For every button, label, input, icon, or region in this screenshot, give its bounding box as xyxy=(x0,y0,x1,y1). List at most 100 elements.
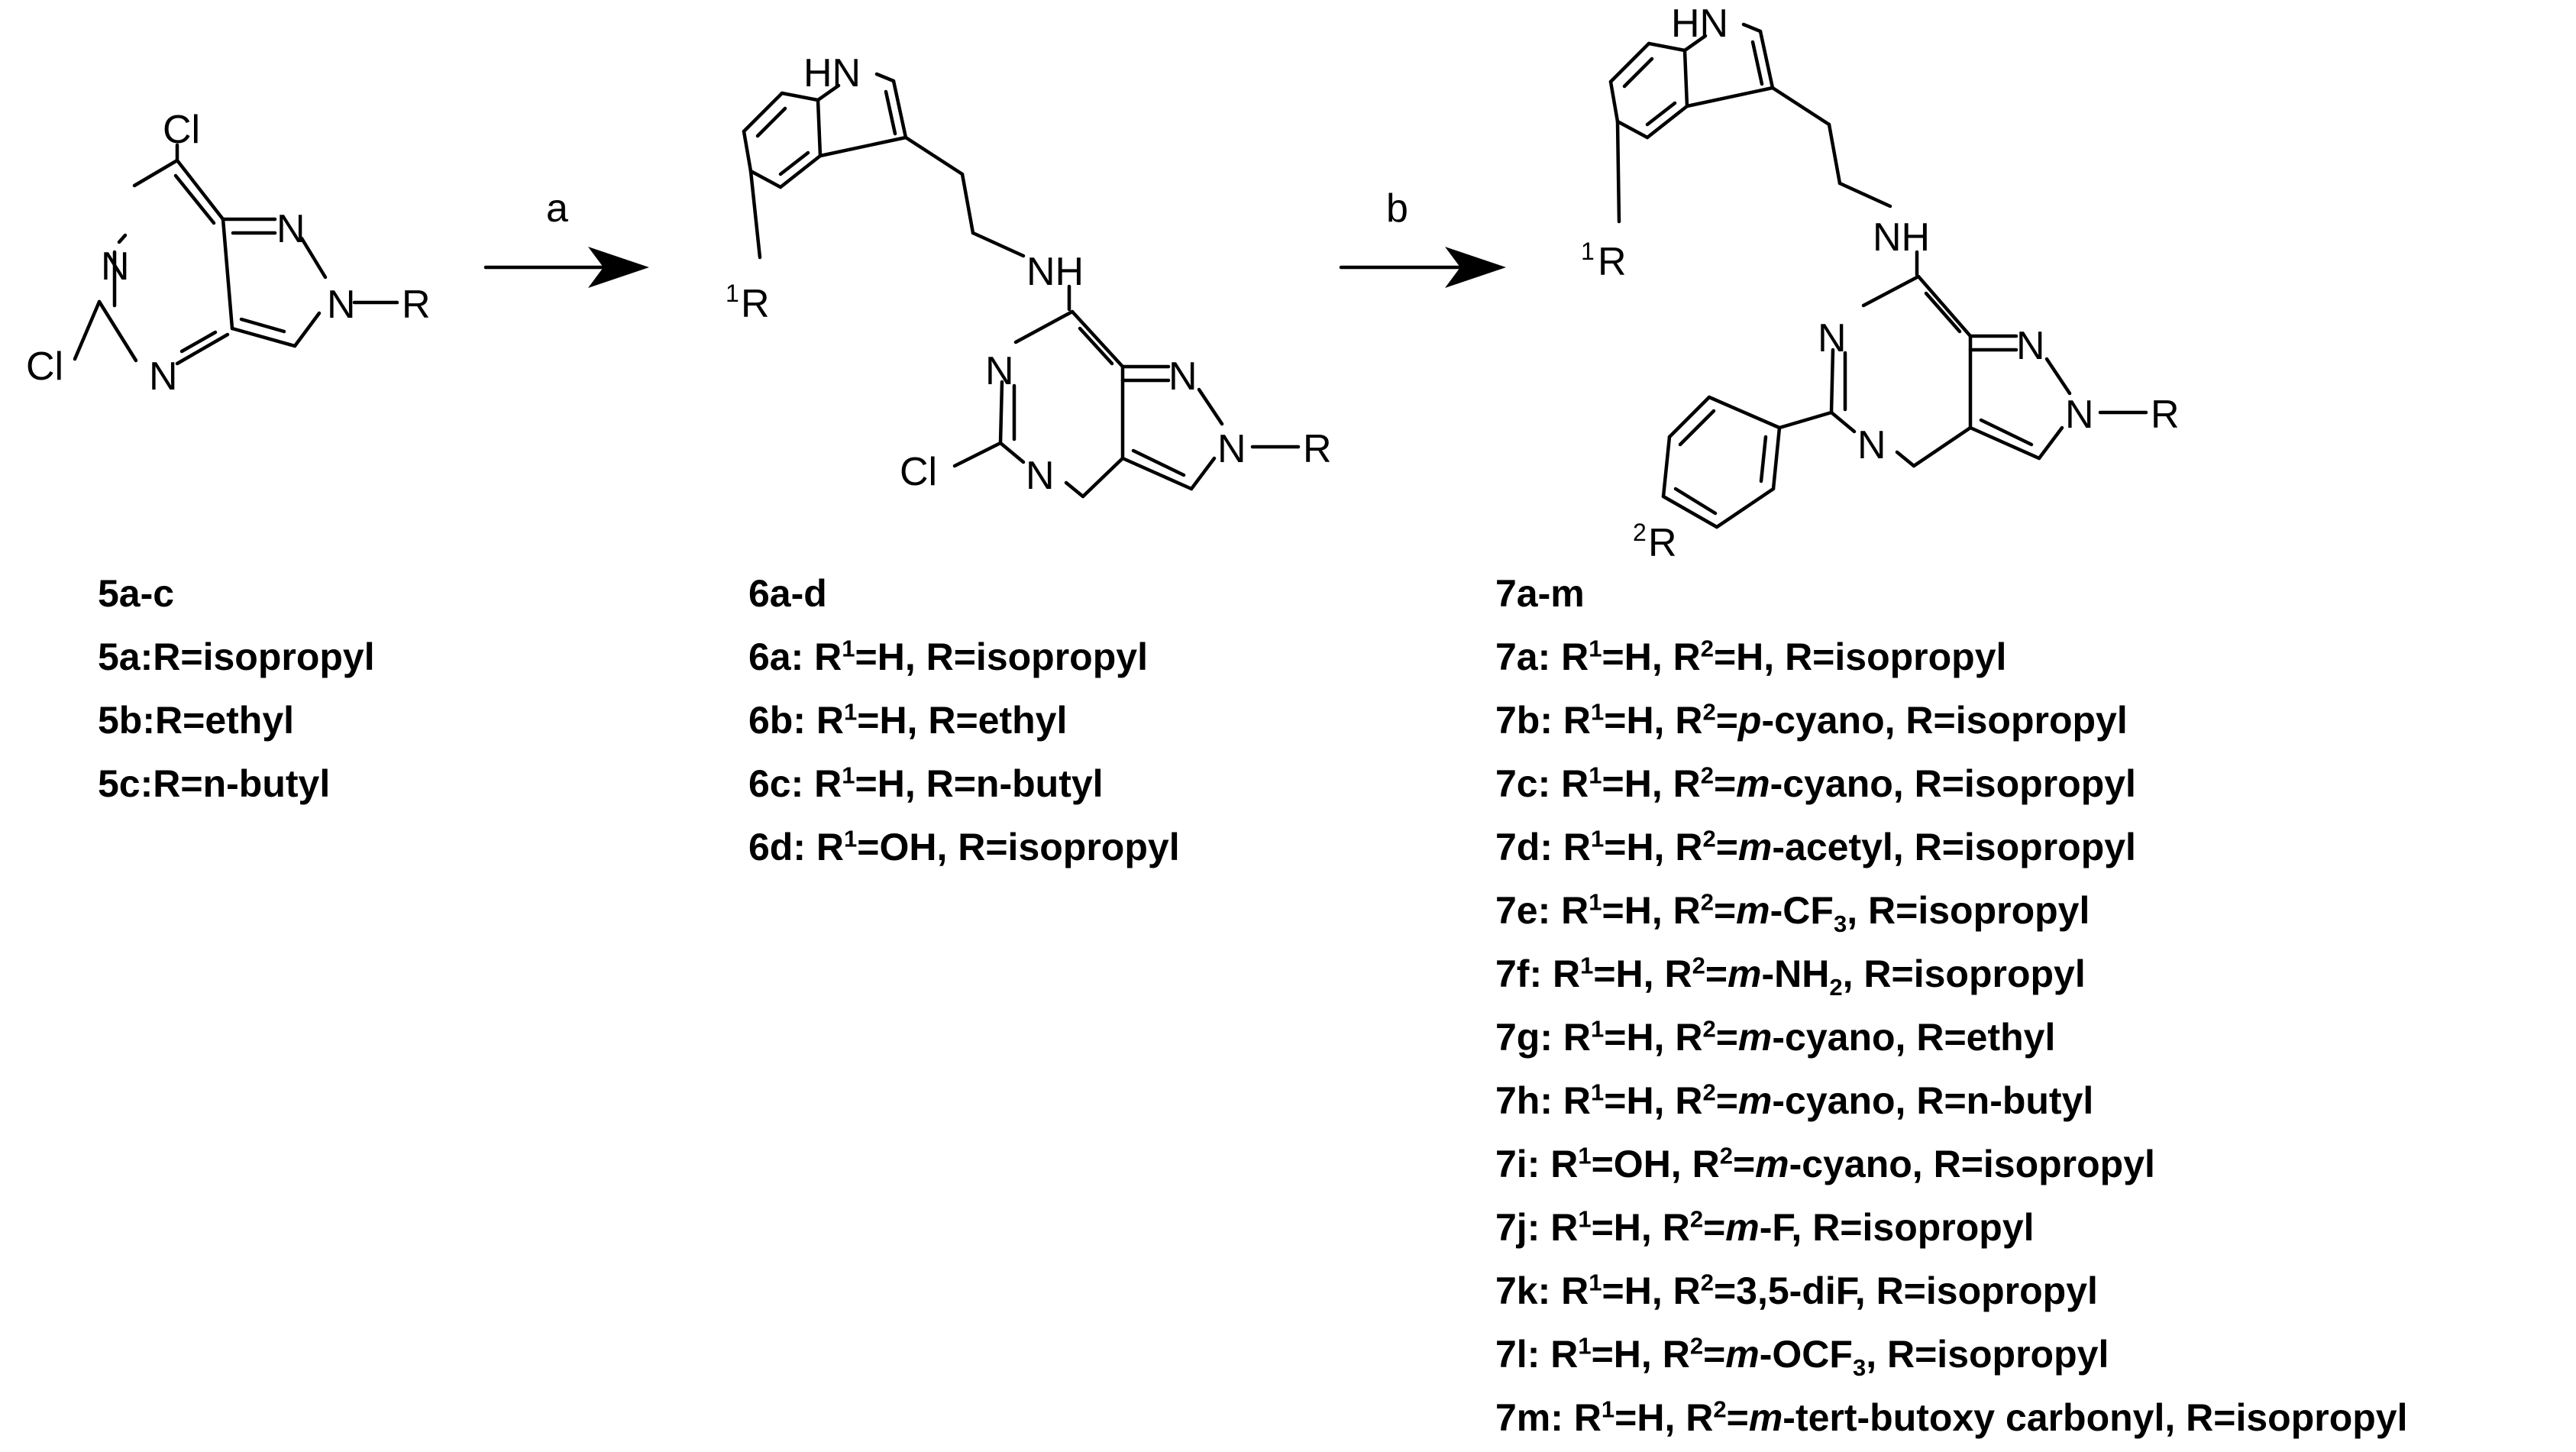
compound-definition: :R=ethyl xyxy=(142,699,295,742)
r1-value: =H, xyxy=(1591,1333,1652,1376)
compound-7-row: 7m: R1=H, R2=m-tert-butoxy carbonyl, R=i… xyxy=(1495,1395,2408,1439)
r2-position: m xyxy=(1725,1206,1760,1249)
atom-n: N xyxy=(1168,354,1198,399)
r-value: R=isopropyl xyxy=(1914,826,2136,868)
compound-5b: 5b:R=ethyl xyxy=(98,689,375,752)
r1-value: =H, xyxy=(857,699,918,742)
r1-value: =H, xyxy=(1593,952,1654,995)
r2-prefix: = xyxy=(1713,635,1737,678)
r1-superscript: 1 xyxy=(844,825,858,852)
r2-position: m xyxy=(1737,1079,1773,1122)
r-value: R=isopropyl xyxy=(1868,889,2090,932)
r2-superscript: 2 xyxy=(1702,1015,1716,1043)
r1-superscript: 1 xyxy=(842,762,855,789)
atom-r2: R xyxy=(1648,521,1677,565)
compound-7-row: 7k: R1=H, R2=3,5-diF, R=isopropyl xyxy=(1495,1269,2098,1312)
r1-superscript: 1 xyxy=(1589,762,1602,789)
r2-position: m xyxy=(1725,1333,1760,1376)
compound-definition: :R=isopropyl xyxy=(140,635,375,678)
r2-superscript: 2 xyxy=(1702,825,1716,852)
atom-nh: NH xyxy=(1873,215,1930,260)
r2-value: -acetyl, xyxy=(1772,826,1904,868)
atom-cl: Cl xyxy=(163,108,200,152)
r-value: R=n-butyl xyxy=(1916,1079,2094,1122)
r1-superscript: 1 xyxy=(1589,1269,1602,1296)
compound-7-row: 7i: R1=OH, R2=m-cyano, R=isopropyl xyxy=(1495,1142,2155,1185)
compound-7-row: 7a: R1=H, R2=H, R=isopropyl xyxy=(1495,635,2007,678)
r2-superscript: 2 xyxy=(1689,1205,1704,1233)
r2-position: m xyxy=(1737,1016,1773,1059)
compound-id: 7c: xyxy=(1495,762,1551,805)
r2-prefix: = xyxy=(1732,1143,1756,1185)
atom-n: N xyxy=(1818,316,1847,361)
r1-value: =H, xyxy=(1602,762,1663,805)
compound-6-list: 6a-d 6a: R1=H, R=isopropyl 6b: R1=H, R=e… xyxy=(748,562,1180,879)
r2-value: -cyano, xyxy=(1761,699,1896,742)
r2-value: -cyano, xyxy=(1772,1079,1906,1122)
r1-value: =H, xyxy=(1604,1016,1665,1059)
r2-position: m xyxy=(1748,1396,1783,1439)
r2-superscript: 2 xyxy=(1700,635,1714,662)
compound-6b: 6b: R1=H, R=ethyl xyxy=(748,698,1068,742)
r2-prefix: = xyxy=(1705,952,1728,995)
atom-r: R xyxy=(2151,393,2180,437)
r1-superscript: 1 xyxy=(1578,1142,1592,1169)
r1-value: =H, xyxy=(1602,889,1663,932)
r2-subscript: 3 xyxy=(1833,910,1847,937)
r2-subscript: 3 xyxy=(1852,1354,1867,1381)
atom-n: N xyxy=(1026,454,1055,498)
compound-id: 7f: xyxy=(1495,952,1543,995)
r1-superscript: 1 xyxy=(1578,1332,1592,1360)
r1-superscript: 1 xyxy=(1591,1078,1605,1106)
r2-value: -cyano, xyxy=(1772,1016,1906,1059)
r2-value: -tert-butoxy carbonyl, xyxy=(1783,1396,2176,1439)
reagent-b: b xyxy=(1386,186,1408,231)
r-value: R=isopropyl xyxy=(2186,1396,2408,1439)
atom-hn: HN xyxy=(1671,2,1728,46)
r2-prefix: = xyxy=(1715,699,1738,742)
atom-n: N xyxy=(101,244,130,289)
r1-superscript: 1 xyxy=(1591,1015,1605,1043)
r2-superscript: 2 xyxy=(1702,698,1716,726)
r2-position: m xyxy=(1755,1143,1789,1185)
r-value: R=isopropyl xyxy=(1914,762,2136,805)
atom-n: N xyxy=(2065,393,2094,437)
r2-prefix: = xyxy=(1713,1269,1737,1312)
compound-id: 6b: xyxy=(748,699,806,742)
compound-id: 6d: xyxy=(748,826,806,868)
compound-7-row: 7l: R1=H, R2=m-OCF3, R=isopropyl xyxy=(1495,1332,2109,1381)
r2-superscript: 2 xyxy=(1689,1332,1704,1360)
r2-value: -F, xyxy=(1759,1206,1802,1249)
arrow-a xyxy=(483,247,649,288)
r1-value: =H, xyxy=(855,762,916,805)
compound-id: 5b xyxy=(98,699,143,742)
atom-r: R xyxy=(1303,427,1332,471)
compound-id: 7l: xyxy=(1495,1333,1540,1376)
compound-id: 7e: xyxy=(1495,889,1551,932)
r2-prefix: = xyxy=(1703,1333,1726,1376)
atom-n: N xyxy=(985,349,1014,393)
r2-value: -cyano, xyxy=(1789,1143,1923,1185)
r1-superscript: 1 xyxy=(1591,698,1605,726)
compound-id: 7i: xyxy=(1495,1143,1540,1185)
r1-superscript: 1 xyxy=(842,635,855,662)
r1-superscript: 1 xyxy=(1591,825,1605,852)
compound-7-row: 7d: R1=H, R2=m-acetyl, R=isopropyl xyxy=(1495,825,2136,868)
r1-value: =OH, xyxy=(1591,1143,1682,1185)
compound-id: 7h: xyxy=(1495,1079,1553,1122)
reagent-a: a xyxy=(546,186,568,231)
atom-r1: R xyxy=(741,282,770,326)
r-value: R=isopropyl xyxy=(1933,1143,2155,1185)
r1-value: =H, xyxy=(1602,1269,1663,1312)
atom-n: N xyxy=(149,354,178,399)
compound-6a: 6a: R1=H, R=isopropyl xyxy=(748,635,1148,678)
r-value: R=isopropyl xyxy=(1876,1269,2098,1312)
compound-7-row: 7c: R1=H, R2=m-cyano, R=isopropyl xyxy=(1495,762,2136,805)
r1-value: =H, xyxy=(1591,1206,1652,1249)
r2-position: m xyxy=(1736,889,1770,932)
compound-id: 7b: xyxy=(1495,699,1553,742)
atom-cl: Cl xyxy=(26,344,63,389)
